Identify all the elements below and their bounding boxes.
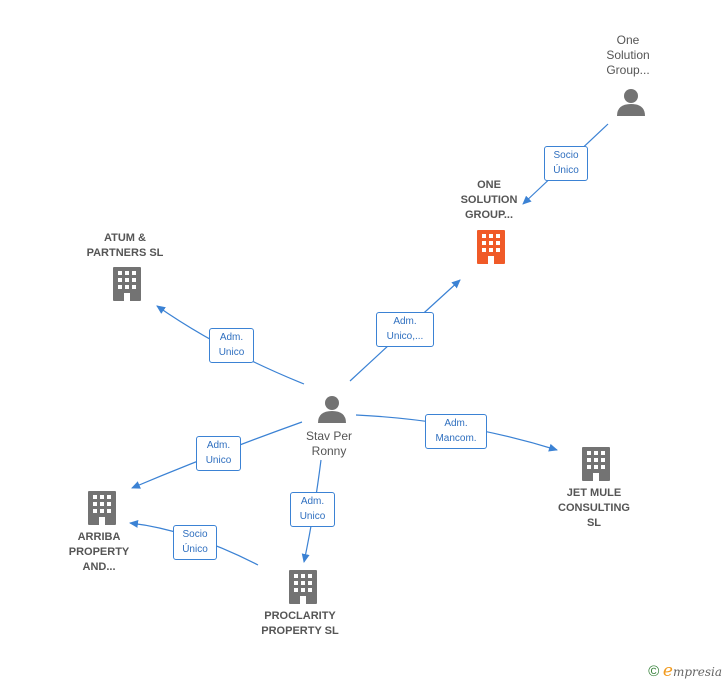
edge-label-adm-unico-one-solution[interactable]: Adm. Unico,... [376, 312, 434, 347]
label-line: Adm. [219, 332, 244, 343]
node-label-proclarity-property[interactable]: PROCLARITY PROPERTY SL [245, 609, 355, 639]
label-line: JET MULE [566, 487, 622, 499]
label-line: PROCLARITY [264, 610, 336, 622]
label-line: Unico [299, 511, 326, 522]
label-line: Ronny [311, 444, 347, 458]
label-line: CONSULTING [558, 502, 630, 514]
label-line: Adm. [393, 316, 417, 327]
label-line: Unico,... [386, 331, 424, 342]
edge-label-adm-unico-atum[interactable]: Adm. Unico [209, 328, 254, 363]
edge-label-socio-unico-top[interactable]: Socio Único [544, 146, 588, 181]
label-line: Unico [205, 455, 232, 466]
label-line: ATUM & [104, 232, 146, 244]
label-line: AND... [82, 561, 116, 573]
building-icon[interactable] [113, 267, 141, 301]
label-line: Stav Per [305, 429, 353, 443]
edge-label-socio-unico-arriba[interactable]: Socio Único [173, 525, 217, 560]
label-line: PROPERTY SL [261, 625, 339, 637]
label-line: SOLUTION [460, 194, 518, 206]
label-line: Único [553, 165, 579, 176]
label-line: Socio [553, 150, 579, 161]
edge-label-adm-unico-arriba[interactable]: Adm. Unico [196, 436, 241, 471]
label-line: Único [182, 544, 208, 555]
node-label-jet-mule[interactable]: JET MULE CONSULTING SL [548, 486, 640, 531]
node-label-arriba-property[interactable]: ARRIBA PROPERTY AND... [59, 530, 139, 575]
label-line: Mancom. [435, 433, 477, 444]
node-label-one-solution-group-company[interactable]: ONE SOLUTION GROUP... [449, 178, 529, 223]
label-line: ARRIBA [77, 531, 121, 543]
label-line: SL [586, 517, 602, 529]
label-line: Adm. [206, 440, 231, 451]
label-line: ONE [477, 179, 501, 191]
label-line: Socio [182, 529, 208, 540]
label-line: One [616, 33, 640, 47]
building-icon[interactable] [289, 570, 317, 604]
label-line: GROUP... [464, 209, 514, 221]
node-label-stav-per-ronny[interactable]: Stav Per Ronny [289, 429, 369, 459]
person-icon[interactable] [318, 396, 346, 423]
building-icon[interactable] [582, 447, 610, 481]
empresia-logo[interactable]: © empresia [648, 661, 722, 681]
label-line: Solution [606, 48, 650, 62]
node-label-one-solution-group-person[interactable]: One Solution Group... [588, 33, 668, 78]
label-line: PARTNERS SL [86, 247, 164, 259]
label-line: Adm. [300, 496, 325, 507]
node-label-atum-partners[interactable]: ATUM & PARTNERS SL [75, 231, 175, 261]
label-line: Adm. [444, 418, 468, 429]
person-icon[interactable] [617, 89, 645, 116]
edge-label-adm-mancom-jet[interactable]: Adm. Mancom. [425, 414, 487, 449]
brand-e: e [662, 661, 673, 681]
building-icon[interactable] [88, 491, 116, 525]
building-icon[interactable] [477, 230, 505, 264]
label-line: Group... [606, 63, 650, 77]
label-line: Unico [218, 347, 245, 358]
copyright-icon: © [648, 663, 660, 680]
edge-label-adm-unico-proclarity[interactable]: Adm. Unico [290, 492, 335, 527]
label-line: PROPERTY [68, 546, 130, 558]
brand-name: mpresia [672, 665, 722, 679]
